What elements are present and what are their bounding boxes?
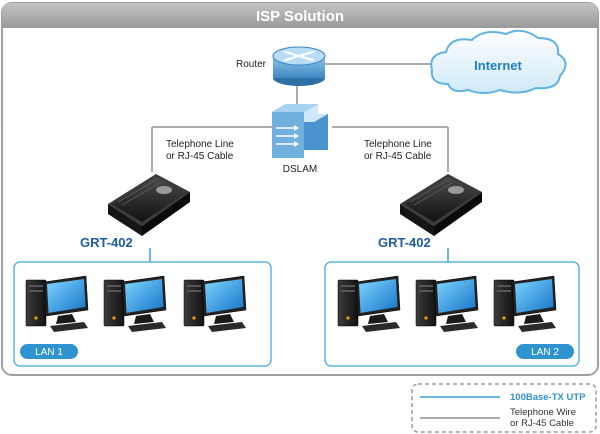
router-label: Router — [236, 59, 267, 70]
lan-1-pc-1-icon — [25, 275, 89, 333]
lan-1-badge — [20, 344, 78, 359]
internet-label: Internet — [474, 58, 522, 73]
lan-2-pc-2-icon — [415, 275, 479, 333]
lan-1-label: LAN 1 — [35, 347, 63, 358]
dslam-icon — [272, 104, 328, 158]
page-title: ISP Solution — [256, 8, 344, 25]
left-line-label-1: Telephone Line — [166, 139, 234, 150]
legend-utp-label: 100Base-TX UTP — [510, 392, 586, 403]
left-line-label-2: or RJ-45 Cable — [166, 151, 234, 162]
right-line-label-1: Telephone Line — [364, 139, 432, 150]
legend-wire-label-2: or RJ-45 Cable — [510, 418, 574, 429]
right-line-label-2: or RJ-45 Cable — [364, 151, 432, 162]
telephone-lines — [151, 63, 449, 172]
lan-2-pc-3-icon — [493, 275, 557, 333]
lan-2-label: LAN 2 — [531, 347, 559, 358]
title-bar — [2, 3, 598, 28]
lan-2-pc-1-icon — [337, 275, 401, 333]
legend-box — [411, 383, 597, 433]
right-device-label: GRT-402 — [378, 235, 431, 250]
internet-cloud-icon — [430, 29, 567, 94]
lan-1-pc-3-icon — [183, 275, 247, 333]
lan-2-badge — [516, 344, 574, 359]
dslam-label: DSLAM — [283, 164, 317, 175]
router-icon — [272, 46, 326, 86]
lan-1-pc-2-icon — [103, 275, 167, 333]
legend-wire-label-1: Telephone Wire — [510, 407, 576, 418]
utp-lines — [149, 248, 449, 262]
left-device-label: GRT-402 — [80, 235, 133, 250]
